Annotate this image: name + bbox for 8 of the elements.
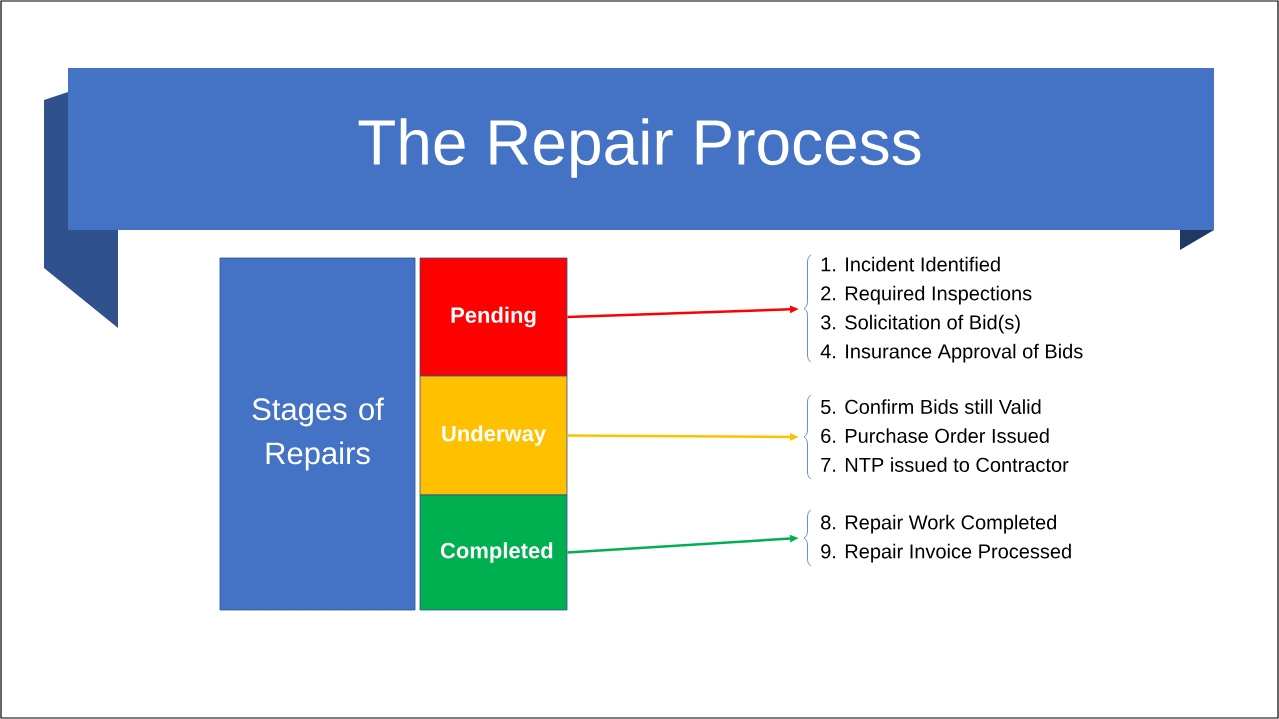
stage-box: Pending <box>419 257 568 377</box>
step-list: 5. Confirm Bids still Valid 6. Purchase Order Issued 7. NTP issued to Contractor <box>821 399 1069 472</box>
stage-box: Completed <box>419 494 568 611</box>
stage-box: Underway <box>419 375 568 496</box>
step-list: 1. Incident Identified 2. Required Inspections 3. Solicitation of Bid(s) 4. Insurance Approval of Bids <box>820 256 1083 363</box>
title: The Repair Process <box>358 118 921 178</box>
step-list: 8. Repair Work Completed 9. Repair Invoice Processed <box>821 514 1071 563</box>
stage-box: Stages of Repairs <box>219 257 416 611</box>
